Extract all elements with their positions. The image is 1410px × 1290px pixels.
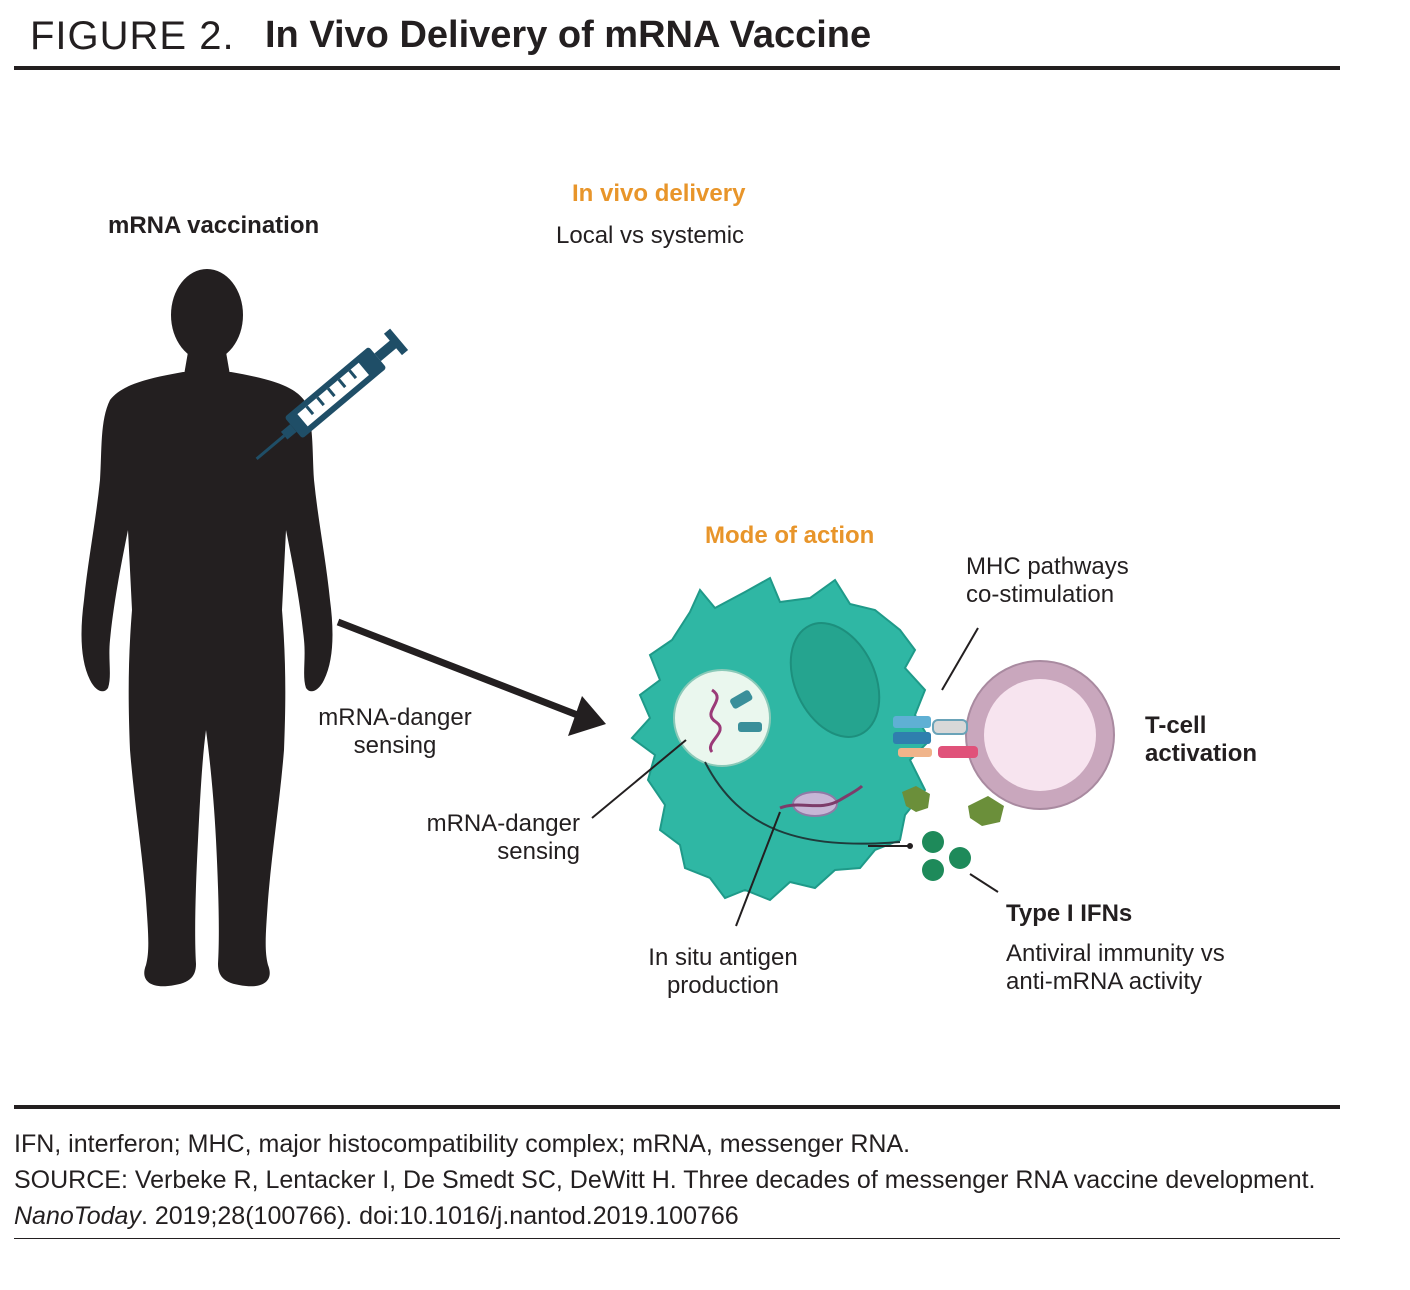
- header-rule: [14, 66, 1340, 70]
- figure-title: In Vivo Delivery of mRNA Vaccine: [265, 14, 872, 56]
- leader-ifn: [969, 873, 999, 893]
- leader-sensing: [591, 739, 687, 819]
- ifn-molecule: [949, 847, 971, 869]
- ifn-molecule: [922, 831, 944, 853]
- antigen-label-line1: In situ antigen: [648, 944, 798, 971]
- vaccination-label: mRNA vaccination: [108, 212, 320, 239]
- source-journal: NanoToday: [14, 1202, 141, 1230]
- tcell-label-line1: T-cell: [1145, 712, 1207, 739]
- arrow-label-line2: sensing: [353, 732, 437, 759]
- ifn-heading: Type I IFNs: [1006, 900, 1133, 927]
- mhc-label-line2: co-stimulation: [966, 581, 1115, 608]
- ifn-label-line2: anti-mRNA activity: [1006, 968, 1203, 995]
- dendritic-cell: [630, 576, 932, 902]
- figure-label: FIGURE 2.: [30, 14, 235, 58]
- flow-arrow-line: [336, 618, 582, 720]
- source-text: SOURCE: Verbeke R, Lentacker I, De Smedt…: [14, 1162, 1340, 1234]
- source-prefix: SOURCE: Verbeke R, Lentacker I, De Smedt…: [14, 1166, 1316, 1194]
- mhc-label-line1: MHC pathways: [966, 553, 1129, 580]
- t-cell: [932, 660, 1115, 826]
- mode-heading: Mode of action: [705, 522, 875, 549]
- arrow-label: mRNA-danger sensing: [300, 704, 490, 760]
- leader-antigen: [735, 811, 781, 927]
- tcell-label-line2: activation: [1145, 740, 1258, 767]
- human-silhouette-icon: [81, 269, 333, 987]
- sensing-label-line2: sensing: [497, 838, 580, 865]
- flow-arrowhead: [568, 696, 606, 736]
- sensing-label: mRNA-danger sensing: [380, 810, 580, 866]
- arrow-label-line1: mRNA-danger: [318, 704, 472, 731]
- sensing-label-line1: mRNA-danger: [426, 810, 580, 837]
- caption-top-rule: [14, 1105, 1340, 1109]
- leader-mhc: [941, 627, 979, 691]
- syringe-icon: [255, 328, 409, 460]
- figure-caption: IFN, interferon; MHC, major histocompati…: [14, 1126, 1340, 1234]
- delivery-subtitle: Local vs systemic: [556, 222, 745, 249]
- caption-bottom-rule: [14, 1238, 1340, 1239]
- tcell-label: T-cell activation: [1145, 712, 1257, 768]
- antigen-label-line2: production: [666, 972, 780, 999]
- ifn-molecule: [922, 859, 944, 881]
- delivery-heading: In vivo delivery: [572, 180, 746, 207]
- mhc-label: MHC pathways co-stimulation: [966, 553, 1129, 609]
- ifn-label: Antiviral immunity vs anti-mRNA activity: [1006, 940, 1225, 996]
- ifn-label-line1: Antiviral immunity vs: [1006, 940, 1225, 967]
- antigen-label: In situ antigen production: [620, 944, 826, 1000]
- abbreviations-text: IFN, interferon; MHC, major histocompati…: [14, 1130, 911, 1158]
- source-suffix: . 2019;28(100766). doi:10.1016/j.nantod.…: [140, 1202, 739, 1230]
